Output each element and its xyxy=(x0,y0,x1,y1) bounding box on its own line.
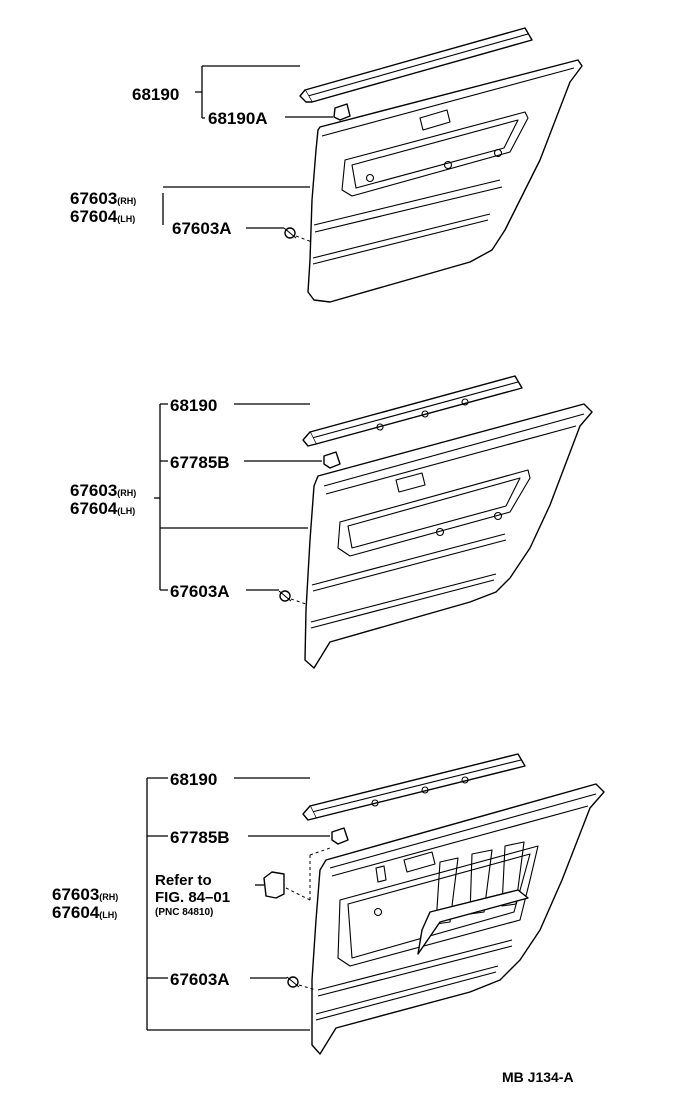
label-67785b: 67785B xyxy=(170,453,230,472)
door-board-part xyxy=(304,403,593,669)
label-67603: 67603(RH) xyxy=(52,885,118,904)
label-67603-number: 67603 xyxy=(70,481,117,500)
label-67604-number: 67604 xyxy=(70,499,118,518)
label-67604-suffix: (LH) xyxy=(117,506,135,516)
fastener-67603a-part xyxy=(278,590,307,605)
label-67603-suffix: (RH) xyxy=(99,892,118,902)
fastener-67603a-part xyxy=(283,227,313,243)
clip-67785b-part xyxy=(331,827,349,845)
label-67603-suffix: (RH) xyxy=(117,488,136,498)
group-3: 68190 67785B Refer to FIG. 84–01 (PNC 84… xyxy=(52,753,605,1055)
refer-to-label: Refer to xyxy=(155,872,212,889)
molding-68190-part xyxy=(302,753,526,821)
label-67785b: 67785B xyxy=(170,828,230,847)
label-68190a: 68190A xyxy=(208,109,268,128)
label-67603-suffix: (RH) xyxy=(117,196,136,206)
switch-dashed-guide xyxy=(285,847,331,901)
molding-68190-part xyxy=(299,27,533,103)
door-board-part xyxy=(311,783,605,1055)
label-67604: 67604(LH) xyxy=(52,903,117,922)
label-67604-number: 67604 xyxy=(70,207,118,226)
group-1: 68190 68190A 67603(RH) 67604(LH) 67603A xyxy=(70,27,583,303)
label-67603a: 67603A xyxy=(172,219,232,238)
label-67603: 67603(RH) xyxy=(70,481,136,500)
group-3-leaders xyxy=(146,777,330,1031)
label-67604-suffix: (LH) xyxy=(99,910,117,920)
label-67603: 67603(RH) xyxy=(70,189,136,208)
label-67604-suffix: (LH) xyxy=(117,214,135,224)
switch-part xyxy=(263,871,285,899)
refer-fig-label: FIG. 84–01 xyxy=(155,889,230,906)
label-68190: 68190 xyxy=(170,770,217,789)
label-67603a: 67603A xyxy=(170,582,230,601)
label-67603a: 67603A xyxy=(170,970,230,989)
label-68190: 68190 xyxy=(170,396,217,415)
label-67604: 67604(LH) xyxy=(70,207,135,226)
group-2: 68190 67785B 67603(RH) 67604(LH) 67603A xyxy=(70,375,593,669)
label-67603-number: 67603 xyxy=(70,189,117,208)
label-68190: 68190 xyxy=(132,85,179,104)
label-67604-number: 67604 xyxy=(52,903,100,922)
diagram-code: MB J134-A xyxy=(502,1069,574,1085)
door-board-part xyxy=(307,59,583,303)
group-2-leaders xyxy=(154,403,322,591)
clip-68190a-part xyxy=(333,103,351,121)
fastener-67603a-part xyxy=(286,976,317,991)
refer-pnc-label: (PNC 84810) xyxy=(155,907,213,918)
group-1-leaders xyxy=(162,65,333,229)
label-67604: 67604(LH) xyxy=(70,499,135,518)
molding-68190-part xyxy=(302,375,523,447)
clip-67785b-part xyxy=(323,451,341,469)
label-67603-number: 67603 xyxy=(52,885,99,904)
